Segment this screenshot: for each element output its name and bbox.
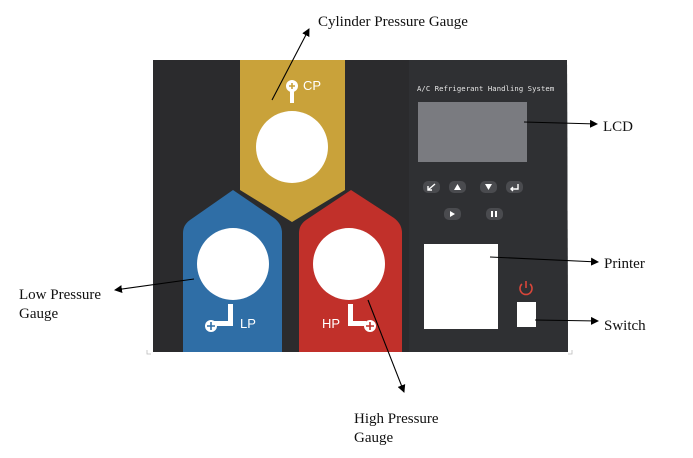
printer-slot (424, 244, 498, 329)
high-pressure-callout-arrow (367, 299, 406, 393)
lcd-screen (418, 102, 527, 162)
high-pressure-valve-icon (348, 304, 376, 332)
cylinder-valve-icon (286, 80, 298, 103)
up-button[interactable] (449, 181, 466, 193)
return-arrow-button[interactable] (423, 181, 440, 193)
high-pressure-gauge-label: High Pressure Gauge (354, 411, 439, 446)
high-pressure-gauge (313, 228, 385, 300)
return-arrow-icon (427, 183, 436, 191)
cp-label: CP (303, 78, 322, 93)
lp-label: LP (240, 316, 256, 331)
power-switch[interactable] (517, 302, 536, 327)
power-icon (519, 281, 533, 296)
pause-button[interactable] (486, 208, 503, 220)
printer-label: Printer (604, 256, 645, 272)
low-pressure-valve-icon (205, 304, 233, 332)
crop-mark (146, 350, 151, 355)
lcd-label: LCD (603, 119, 633, 135)
lcd-callout-arrow (523, 119, 598, 128)
panel-title: A/C Refrigerant Handling System (417, 84, 555, 93)
printer-callout-arrow (489, 256, 599, 266)
low-pressure-gauge-label: Low Pressure Gauge (19, 287, 102, 322)
play-button[interactable] (444, 208, 461, 220)
low-pressure-callout-arrow (114, 278, 195, 293)
hp-label: HP (322, 316, 341, 331)
cylinder-pressure-gauge (256, 111, 328, 183)
up-triangle-icon (454, 184, 461, 190)
down-button[interactable] (480, 181, 497, 193)
enter-button[interactable] (506, 181, 523, 193)
cylinder-callout-arrow (271, 28, 310, 101)
cylinder-pressure-gauge-label: Cylinder Pressure Gauge (318, 14, 468, 30)
switch-callout-arrow (534, 316, 599, 325)
switch-label: Switch (604, 318, 646, 334)
low-pressure-gauge (197, 228, 269, 300)
enter-icon (510, 184, 519, 192)
down-triangle-icon (485, 184, 492, 190)
pause-icon (491, 211, 497, 217)
crop-mark (568, 350, 573, 355)
play-icon (450, 211, 455, 217)
